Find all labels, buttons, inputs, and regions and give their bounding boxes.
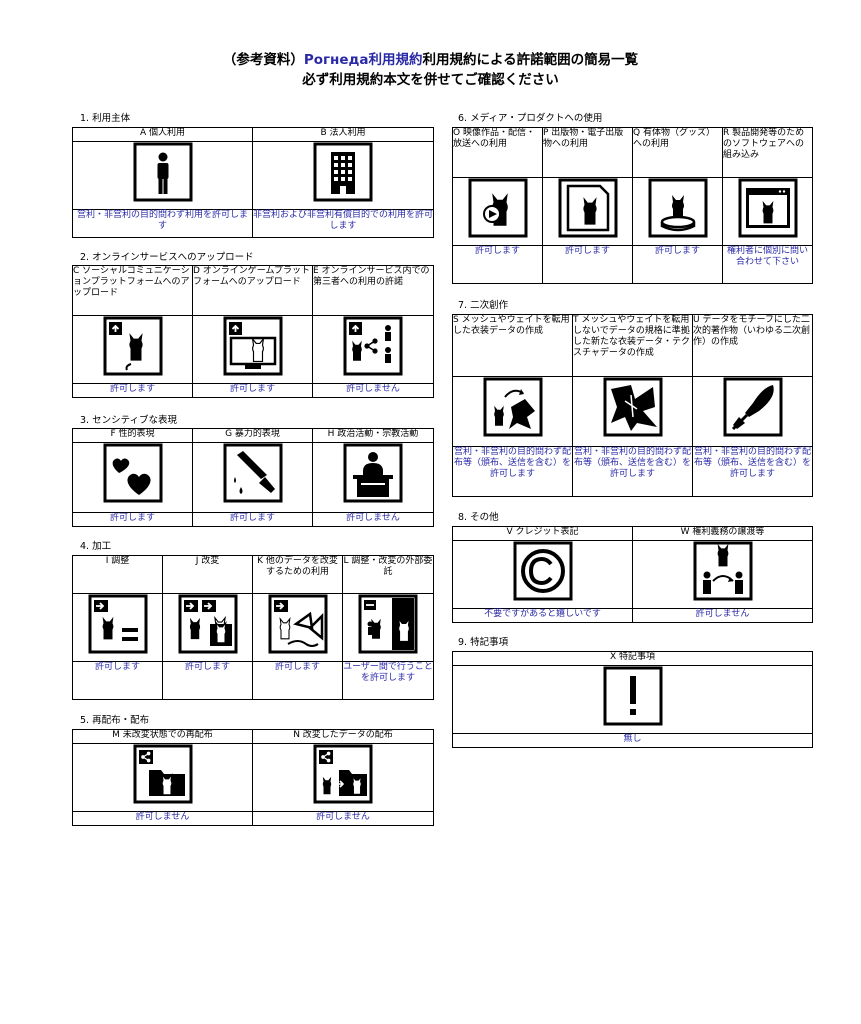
header-q: Q 有体物（グッズ）への利用	[632, 127, 723, 178]
folder-share-icon	[133, 744, 193, 804]
section-title-5: 5. 再配布・配布	[80, 715, 150, 726]
status-n: 許可しません	[252, 811, 434, 826]
status-c: 許可します	[72, 383, 193, 398]
header-c: C ソーシャルコミュニケーションプラットフォームへのアップロード	[72, 265, 193, 316]
terms-link[interactable]: Pогнеда利用規約	[303, 52, 423, 68]
status-s: 営利・非営利の目的問わず配布等（頒布、送信を含む）を許可します	[452, 446, 573, 497]
status-b: 非営利および非営利有償目的での利用を許可します	[252, 209, 434, 238]
header-s: S メッシュやウェイトを転用した衣装データの作成	[452, 314, 573, 377]
status-t: 営利・非営利の目的問わず配布等（頒布、送信を含む）を許可します	[572, 446, 693, 497]
status-q: 許可します	[632, 245, 723, 284]
share-users-icon	[343, 316, 403, 376]
header-p: P 出版物・電子出版物への利用	[542, 127, 633, 178]
pen-icon	[723, 377, 783, 437]
header-o: O 映像作品・配信・放送への利用	[452, 127, 543, 178]
status-l: ユーザー間で行うことを許可します	[342, 661, 434, 700]
person-icon	[133, 142, 193, 202]
header-b: B 法人利用	[252, 127, 434, 142]
status-v: 不要ですがあると嬉しいです	[452, 608, 633, 623]
section-9-table: X 特記事項 無し	[452, 651, 813, 748]
status-e: 許可しません	[312, 383, 434, 398]
header-i: I 調整	[72, 555, 163, 594]
header-v: V クレジット表記	[452, 526, 633, 541]
header-x: X 特記事項	[452, 651, 813, 666]
header-d: D オンラインゲームプラットフォームへのアップロード	[192, 265, 313, 316]
section-7-table: S メッシュやウェイトを転用した衣装データの作成 T メッシュやウェイトを転用し…	[452, 314, 813, 497]
paper-cat-icon	[558, 178, 618, 238]
header-r: R 製品開発等のためのソフトウェアへの組み込み	[722, 127, 813, 178]
status-o: 許可します	[452, 245, 543, 284]
header-h: H 政治活動・宗教活動	[312, 428, 434, 443]
status-w: 許可しません	[632, 608, 813, 623]
podium-icon	[343, 443, 403, 503]
section-8-table: V クレジット表記 W 権利義務の譲渡等 不要ですがあると嬉しいです 許可しませ…	[452, 526, 813, 623]
building-icon	[313, 142, 373, 202]
section-title-9: 9. 特記事項	[458, 637, 509, 648]
transfer-icon	[693, 541, 753, 601]
upload-cat-icon	[103, 316, 163, 376]
cloth-icon	[603, 377, 663, 437]
section-title-4: 4. 加工	[80, 541, 112, 552]
knife-icon	[223, 443, 283, 503]
status-p: 許可します	[542, 245, 633, 284]
status-m: 許可しません	[72, 811, 253, 826]
hearts-icon	[103, 443, 163, 503]
figure-cat-icon	[648, 178, 708, 238]
bow-icon	[268, 594, 328, 654]
section-2-table: C ソーシャルコミュニケーションプラットフォームへのアップロード D オンライン…	[72, 265, 434, 398]
outsource-icon	[358, 594, 418, 654]
status-g: 許可します	[192, 512, 313, 527]
section-1-table: A 個人利用 B 法人利用 営利・非営利の目的問わず利用を許可します 非営利およ…	[72, 127, 434, 238]
adjust-icon	[88, 594, 148, 654]
header-t: T メッシュやウェイトを転用しないでデータの規格に準拠した新たな衣装データ・テク…	[572, 314, 693, 377]
document-subtitle: 必ず利用規約本文を併せてご確認ください	[302, 72, 559, 88]
header-m: M 未改変状態での再配布	[72, 729, 253, 744]
header-w: W 権利義務の譲渡等	[632, 526, 813, 541]
document-title: （参考資料）Pогнеда利用規約利用規約による許諾範囲の簡易一覧	[0, 50, 861, 70]
section-title-6: 6. メディア・プロダクトへの使用	[458, 113, 603, 124]
cloth-cat-icon	[483, 377, 543, 437]
header-a: A 個人利用	[72, 127, 253, 142]
section-title-1: 1. 利用主体	[80, 113, 131, 124]
section-5-table: M 未改変状態での再配布 N 改変したデータの配布 許可しません 許可しません	[72, 729, 434, 826]
section-title-2: 2. オンラインサービスへのアップロード	[80, 252, 254, 263]
status-f: 許可します	[72, 512, 193, 527]
section-title-3: 3. センシティブな表現	[80, 415, 178, 426]
software-cat-icon	[738, 178, 798, 238]
status-x: 無し	[452, 733, 813, 748]
game-upload-icon	[223, 316, 283, 376]
section-6-table: O 映像作品・配信・放送への利用 P 出版物・電子出版物への利用 Q 有体物（グ…	[452, 127, 813, 284]
status-u: 営利・非営利の目的問わず配布等（頒布、送信を含む）を許可します	[692, 446, 813, 497]
header-e: E オンラインサービス内での第三者への利用の許諾	[312, 265, 434, 316]
header-l: L 調整・改変の外部委託	[342, 555, 434, 594]
folder-modified-share-icon	[313, 744, 373, 804]
status-d: 許可します	[192, 383, 313, 398]
status-h: 許可しません	[312, 512, 434, 527]
header-j: J 改変	[162, 555, 253, 594]
video-cat-icon	[468, 178, 528, 238]
status-i: 許可します	[72, 661, 163, 700]
status-j: 許可します	[162, 661, 253, 700]
section-title-8: 8. その他	[458, 512, 499, 523]
header-n: N 改変したデータの配布	[252, 729, 434, 744]
title-suffix: 利用規約による許諾範囲の簡易一覧	[422, 52, 639, 68]
section-4-table: I 調整 J 改変 K 他のデータを改変するための利用 L 調整・改変の外部委託	[72, 555, 434, 700]
header-u: U データをモチーフにした二次的著作物（いわゆる二次創作）の作成	[692, 314, 813, 377]
header-k: K 他のデータを改変するための利用	[252, 555, 343, 594]
copyright-icon	[513, 541, 573, 601]
section-3-table: F 性的表現 G 暴力的表現 H 政治活動・宗教活動 許可します 許可します 許…	[72, 428, 434, 527]
title-prefix: （参考資料）	[222, 52, 304, 68]
exclamation-icon	[603, 666, 663, 726]
header-f: F 性的表現	[72, 428, 193, 443]
status-a: 営利・非営利の目的問わず利用を許可します	[72, 209, 253, 238]
status-r: 権利者に個別に問い合わせて下さい	[722, 245, 813, 284]
section-title-7: 7. 二次創作	[458, 300, 509, 311]
header-g: G 暴力的表現	[192, 428, 313, 443]
status-k: 許可します	[252, 661, 343, 700]
modify-icon	[178, 594, 238, 654]
